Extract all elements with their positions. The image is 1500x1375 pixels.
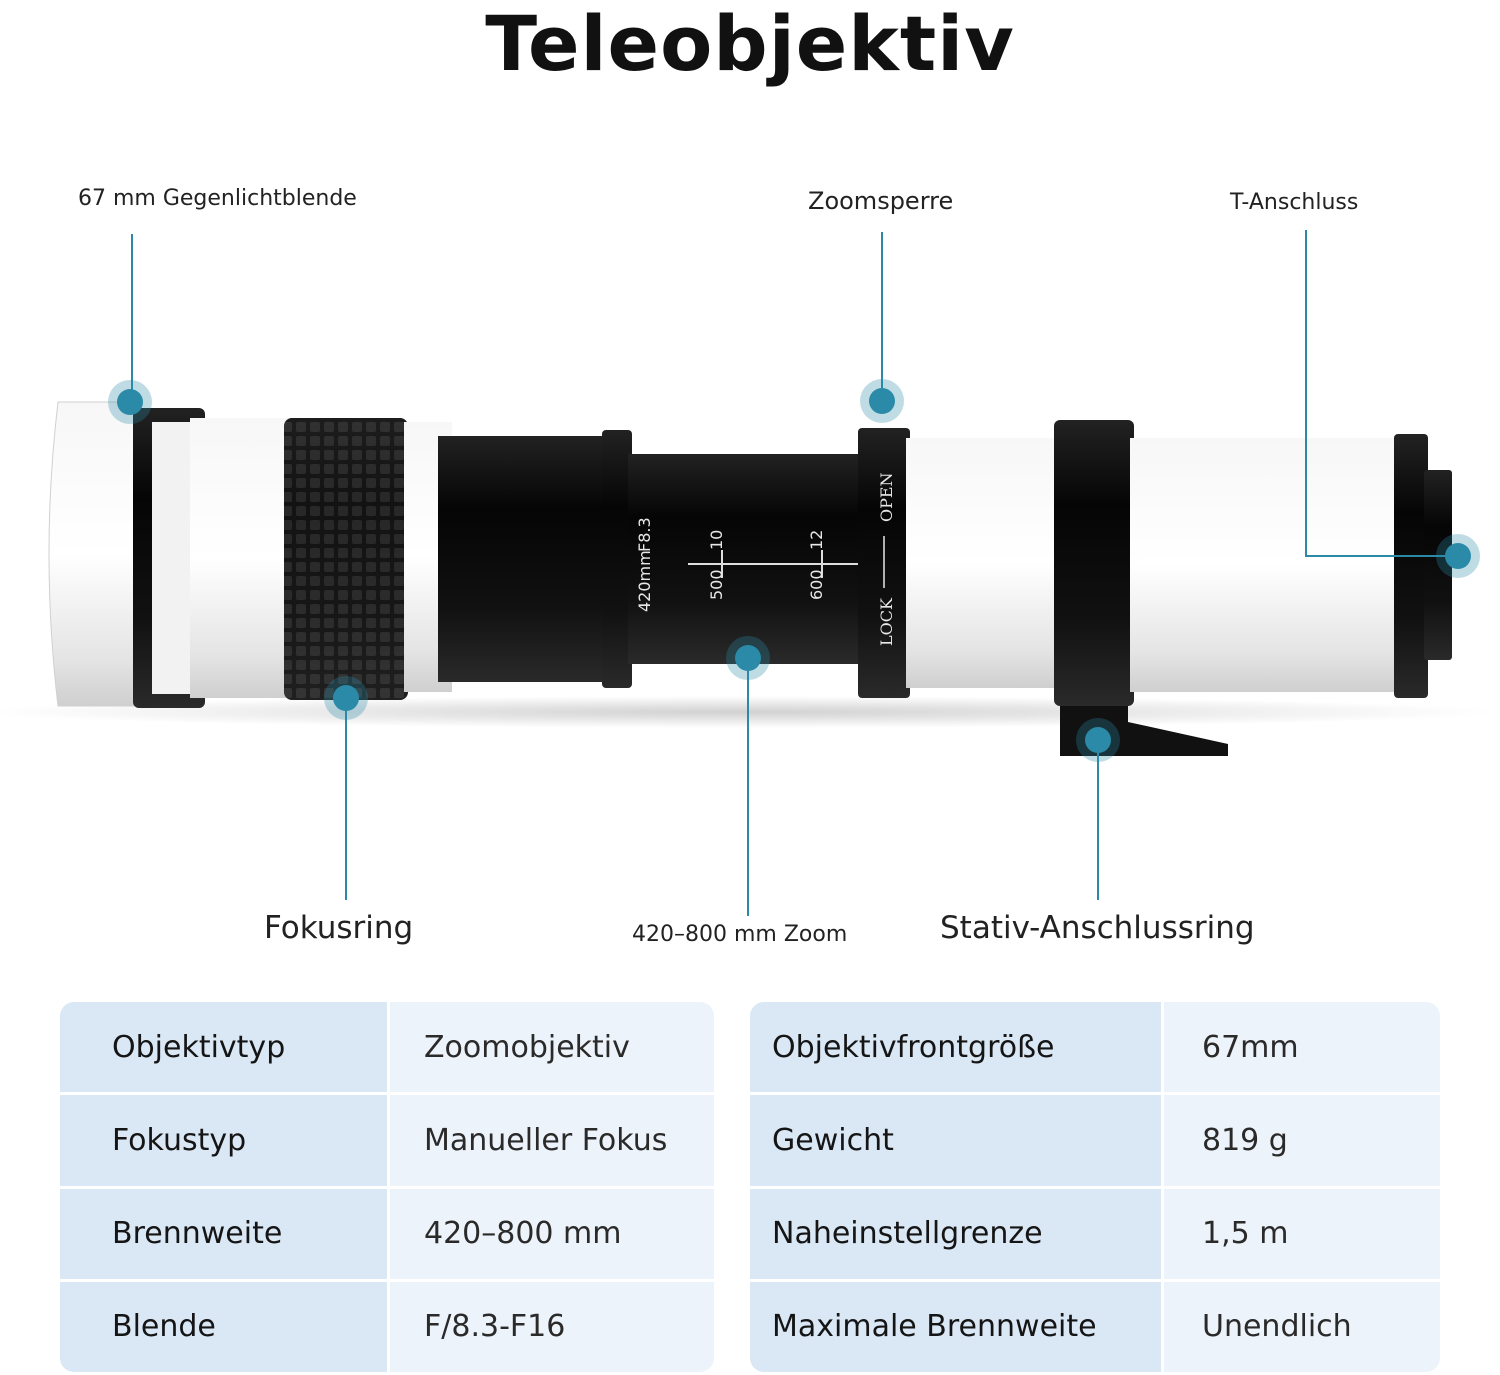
spec-label: Gewicht	[750, 1095, 1161, 1186]
spec-value: 420–800 mm	[390, 1188, 714, 1279]
marking-scale-bottom-1: 500	[707, 569, 726, 600]
t-mount-thread	[1424, 470, 1452, 660]
spec-table-right: Objektivfrontgröße 67mm Gewicht 819 g Na…	[750, 1002, 1440, 1372]
callout-zoom-lock: Zoomsperre	[808, 187, 954, 215]
page-title: Teleobjektiv	[485, 0, 1015, 88]
dot-zoom-lock	[860, 379, 904, 423]
spec-value: F/8.3-F16	[390, 1281, 714, 1372]
dot-t-mount	[1436, 534, 1480, 578]
spec-value: 819 g	[1164, 1095, 1440, 1186]
marking-aperture: F8.3	[635, 517, 654, 552]
rear-ring	[1394, 434, 1428, 698]
marking-scale-top-1: 10	[707, 530, 726, 550]
spec-value: 1,5 m	[1164, 1188, 1440, 1279]
callout-tripod-ring: Stativ-Anschlussring	[940, 910, 1255, 946]
lens-shadow	[0, 696, 1500, 728]
spec-value: 67mm	[1164, 1002, 1440, 1093]
spec-label: Objektivfrontgröße	[750, 1002, 1161, 1093]
marking-open: OPEN	[877, 472, 896, 522]
spec-label: Maximale Brennweite	[750, 1281, 1161, 1372]
spec-label: Brennweite	[60, 1188, 387, 1279]
spec-value: Manueller Fokus	[390, 1095, 714, 1186]
spec-value: Unendlich	[1164, 1281, 1440, 1372]
lens-illustration: F8.3 420mm 10 12 500 600 OPEN LOCK	[0, 230, 1500, 916]
spec-label: Blende	[60, 1281, 387, 1372]
leader-t-mount	[1305, 230, 1458, 557]
lens-body	[906, 438, 1056, 688]
spec-label: Naheinstellgrenze	[750, 1188, 1161, 1279]
dot-zoom	[726, 636, 770, 680]
callout-t-mount: T-Anschluss	[1230, 190, 1359, 215]
tripod-collar	[1054, 420, 1134, 706]
spec-table-left: Objektivtyp Zoomobjektiv Fokustyp Manuel…	[60, 1002, 714, 1372]
marking-focal-min: 420mm	[635, 550, 654, 612]
dot-hood	[108, 380, 152, 424]
callout-hood: 67 mm Gegenlichtblende	[78, 186, 357, 211]
lens-hood	[48, 401, 141, 707]
marking-lock: LOCK	[877, 597, 896, 646]
marking-scale-bottom-2: 600	[807, 569, 826, 600]
marking-scale-top-2: 12	[807, 530, 826, 550]
callout-zoom: 420–800 mm Zoom	[632, 922, 848, 947]
spec-label: Objektivtyp	[60, 1002, 387, 1093]
spec-value: Zoomobjektiv	[390, 1002, 714, 1093]
dot-focus	[324, 676, 368, 720]
callout-focus-ring: Fokusring	[264, 910, 414, 946]
zoom-barrel	[438, 436, 608, 682]
spec-label: Fokustyp	[60, 1095, 387, 1186]
dot-tripod	[1076, 718, 1120, 762]
